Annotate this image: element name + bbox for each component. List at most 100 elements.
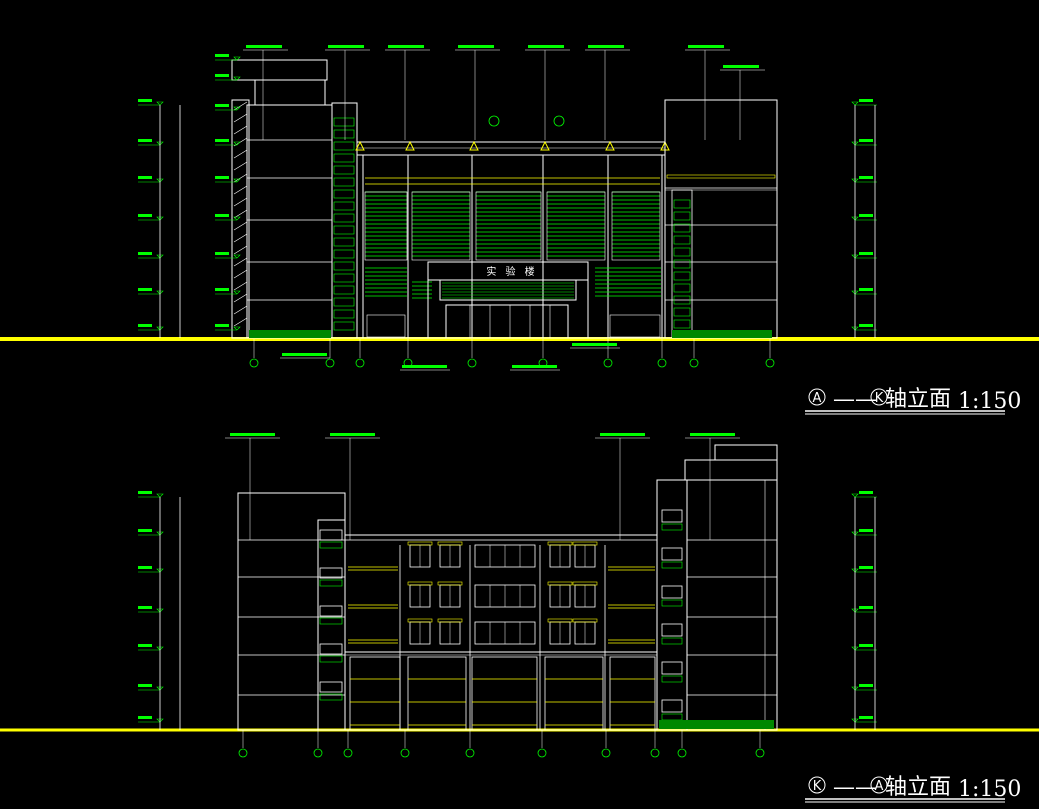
window bbox=[661, 509, 683, 523]
elevation-label bbox=[138, 99, 152, 102]
upper-title-suffix: 轴立面 bbox=[885, 387, 951, 412]
axis-bubble-icon bbox=[603, 358, 613, 368]
window bbox=[319, 681, 343, 693]
elevation-mark-icon bbox=[233, 326, 241, 331]
balcony bbox=[319, 617, 343, 625]
accent-band bbox=[666, 174, 776, 179]
axis-bubble-icon bbox=[657, 358, 667, 368]
upper-title-from: A bbox=[813, 391, 822, 406]
elevation-label bbox=[138, 566, 152, 569]
lower-title-scale: 1:150 bbox=[958, 777, 1021, 802]
right-tower-top bbox=[684, 459, 778, 481]
window bbox=[661, 661, 683, 675]
stair-rail bbox=[233, 233, 248, 243]
stair-rail bbox=[233, 293, 248, 303]
elevation-mark-icon bbox=[851, 101, 859, 106]
stair-rail bbox=[233, 317, 248, 327]
window bbox=[673, 235, 691, 245]
leader-label bbox=[246, 45, 282, 48]
stair-rail bbox=[233, 137, 248, 147]
storefront bbox=[544, 656, 604, 731]
axis-bubble-icon bbox=[467, 358, 477, 368]
elevation-label bbox=[859, 491, 873, 494]
elevation-label bbox=[859, 644, 873, 647]
leader-label bbox=[402, 365, 447, 368]
window bbox=[673, 211, 691, 221]
window bbox=[319, 643, 343, 655]
balcony bbox=[661, 561, 683, 569]
window bbox=[673, 223, 691, 233]
window bbox=[333, 189, 355, 199]
elevation-label bbox=[138, 252, 152, 255]
window bbox=[673, 259, 691, 269]
elevation-mark-icon bbox=[156, 101, 164, 106]
base-planting bbox=[249, 330, 331, 338]
elevation-label bbox=[859, 566, 873, 569]
left-stair bbox=[231, 99, 250, 339]
window-hood bbox=[437, 618, 463, 623]
lower-title-sep: —— bbox=[833, 775, 877, 800]
elevation-label bbox=[215, 324, 229, 327]
window bbox=[333, 141, 355, 151]
elevation-label bbox=[859, 606, 873, 609]
elevation-label bbox=[138, 288, 152, 291]
window-hood bbox=[437, 581, 463, 586]
window-hood bbox=[547, 618, 573, 623]
window bbox=[319, 529, 343, 541]
elevation-label bbox=[215, 288, 229, 291]
column-cap bbox=[355, 140, 365, 151]
window bbox=[333, 261, 355, 271]
window-hood bbox=[547, 581, 573, 586]
axis-bubble-icon bbox=[465, 748, 475, 758]
left-tower-top bbox=[254, 79, 326, 106]
axis-bubble-icon bbox=[677, 748, 687, 758]
balcony bbox=[661, 523, 683, 531]
window bbox=[333, 249, 355, 259]
window bbox=[333, 129, 355, 139]
elevation-label bbox=[859, 139, 873, 142]
left-balcony-column bbox=[317, 519, 346, 731]
window bbox=[333, 285, 355, 295]
lower-elevation bbox=[138, 433, 877, 758]
balcony bbox=[661, 599, 683, 607]
leader-label bbox=[230, 433, 275, 436]
leader-label bbox=[512, 365, 557, 368]
window bbox=[333, 297, 355, 307]
elevation-label bbox=[215, 214, 229, 217]
elevation-label bbox=[859, 324, 873, 327]
window bbox=[333, 177, 355, 187]
window bbox=[319, 605, 343, 617]
axis-bubble-icon bbox=[689, 358, 699, 368]
storefront bbox=[407, 656, 467, 731]
window-hood bbox=[437, 541, 463, 546]
window bbox=[333, 237, 355, 247]
elevation-label bbox=[859, 684, 873, 687]
axis-bubble-icon bbox=[313, 748, 323, 758]
elevation-label bbox=[859, 252, 873, 255]
window bbox=[673, 199, 691, 209]
axis-bubble-icon bbox=[650, 748, 660, 758]
elevation-label bbox=[859, 529, 873, 532]
elevation-label bbox=[138, 684, 152, 687]
stair-rail bbox=[233, 197, 248, 207]
axis-bubble-icon bbox=[537, 748, 547, 758]
upper-title-sep: —— bbox=[833, 387, 877, 412]
upper-title-scale: 1:150 bbox=[958, 389, 1021, 414]
upper-elevation bbox=[138, 45, 877, 371]
elevation-mark-icon bbox=[233, 216, 241, 221]
axis-bubble-icon bbox=[808, 776, 826, 794]
window bbox=[661, 699, 683, 713]
leader-label bbox=[600, 433, 645, 436]
elevation-mark-icon bbox=[233, 106, 241, 111]
elevation-label bbox=[138, 644, 152, 647]
entrance-sign-frame bbox=[427, 261, 589, 281]
storefront bbox=[609, 656, 656, 731]
balcony bbox=[661, 637, 683, 645]
elevation-mark-icon bbox=[233, 76, 241, 81]
window bbox=[673, 271, 691, 281]
entrance-doors bbox=[445, 304, 569, 339]
elevation-mark-icon bbox=[233, 290, 241, 295]
elevation-label bbox=[859, 176, 873, 179]
lower-title-suffix: 轴立面 bbox=[885, 775, 951, 800]
